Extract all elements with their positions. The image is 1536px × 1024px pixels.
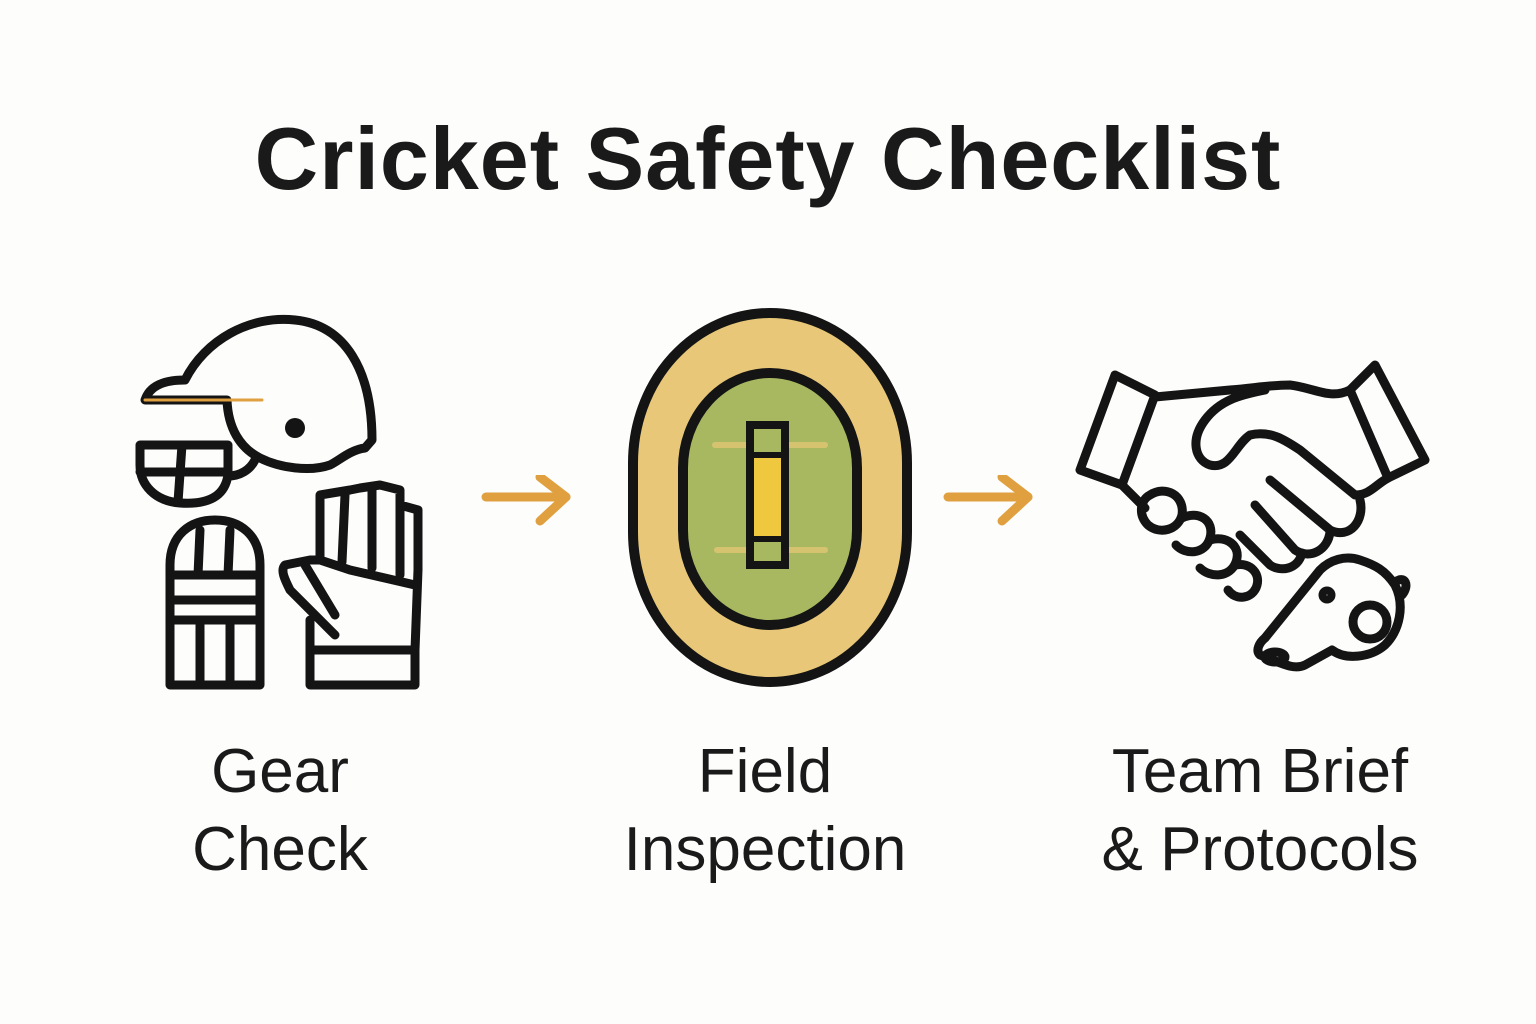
right-cuff-icon bbox=[1345, 360, 1430, 483]
step-label-line2: Check bbox=[192, 815, 368, 884]
handshake-icon bbox=[1150, 380, 1393, 500]
arrow-right-icon bbox=[943, 475, 1033, 526]
helmet-pads-gloves-icon bbox=[135, 314, 423, 690]
step-label-gear-check: Gear Check bbox=[130, 733, 430, 889]
step-label-line2: Inspection bbox=[623, 815, 907, 884]
step-label-field-inspection: Field Inspection bbox=[565, 733, 965, 889]
step-label-line1: Gear bbox=[211, 737, 349, 806]
step-label-team-brief: Team Brief & Protocols bbox=[1040, 733, 1480, 889]
step-label-line1: Field bbox=[697, 737, 833, 806]
step-label-line2: & Protocols bbox=[1101, 815, 1419, 884]
glove-icon bbox=[278, 480, 423, 690]
cricket-field-icon bbox=[628, 308, 912, 687]
page-title: Cricket Safety Checklist bbox=[254, 109, 1282, 208]
arrow-right-icon bbox=[481, 475, 571, 526]
helmet-icon bbox=[140, 314, 377, 474]
leg-pad-icon bbox=[165, 515, 265, 690]
step-label-line1: Team Brief bbox=[1111, 737, 1409, 806]
left-cuff-icon bbox=[1075, 370, 1160, 490]
whistle-icon bbox=[1253, 553, 1411, 672]
handshake-whistle-icon bbox=[1075, 360, 1430, 672]
